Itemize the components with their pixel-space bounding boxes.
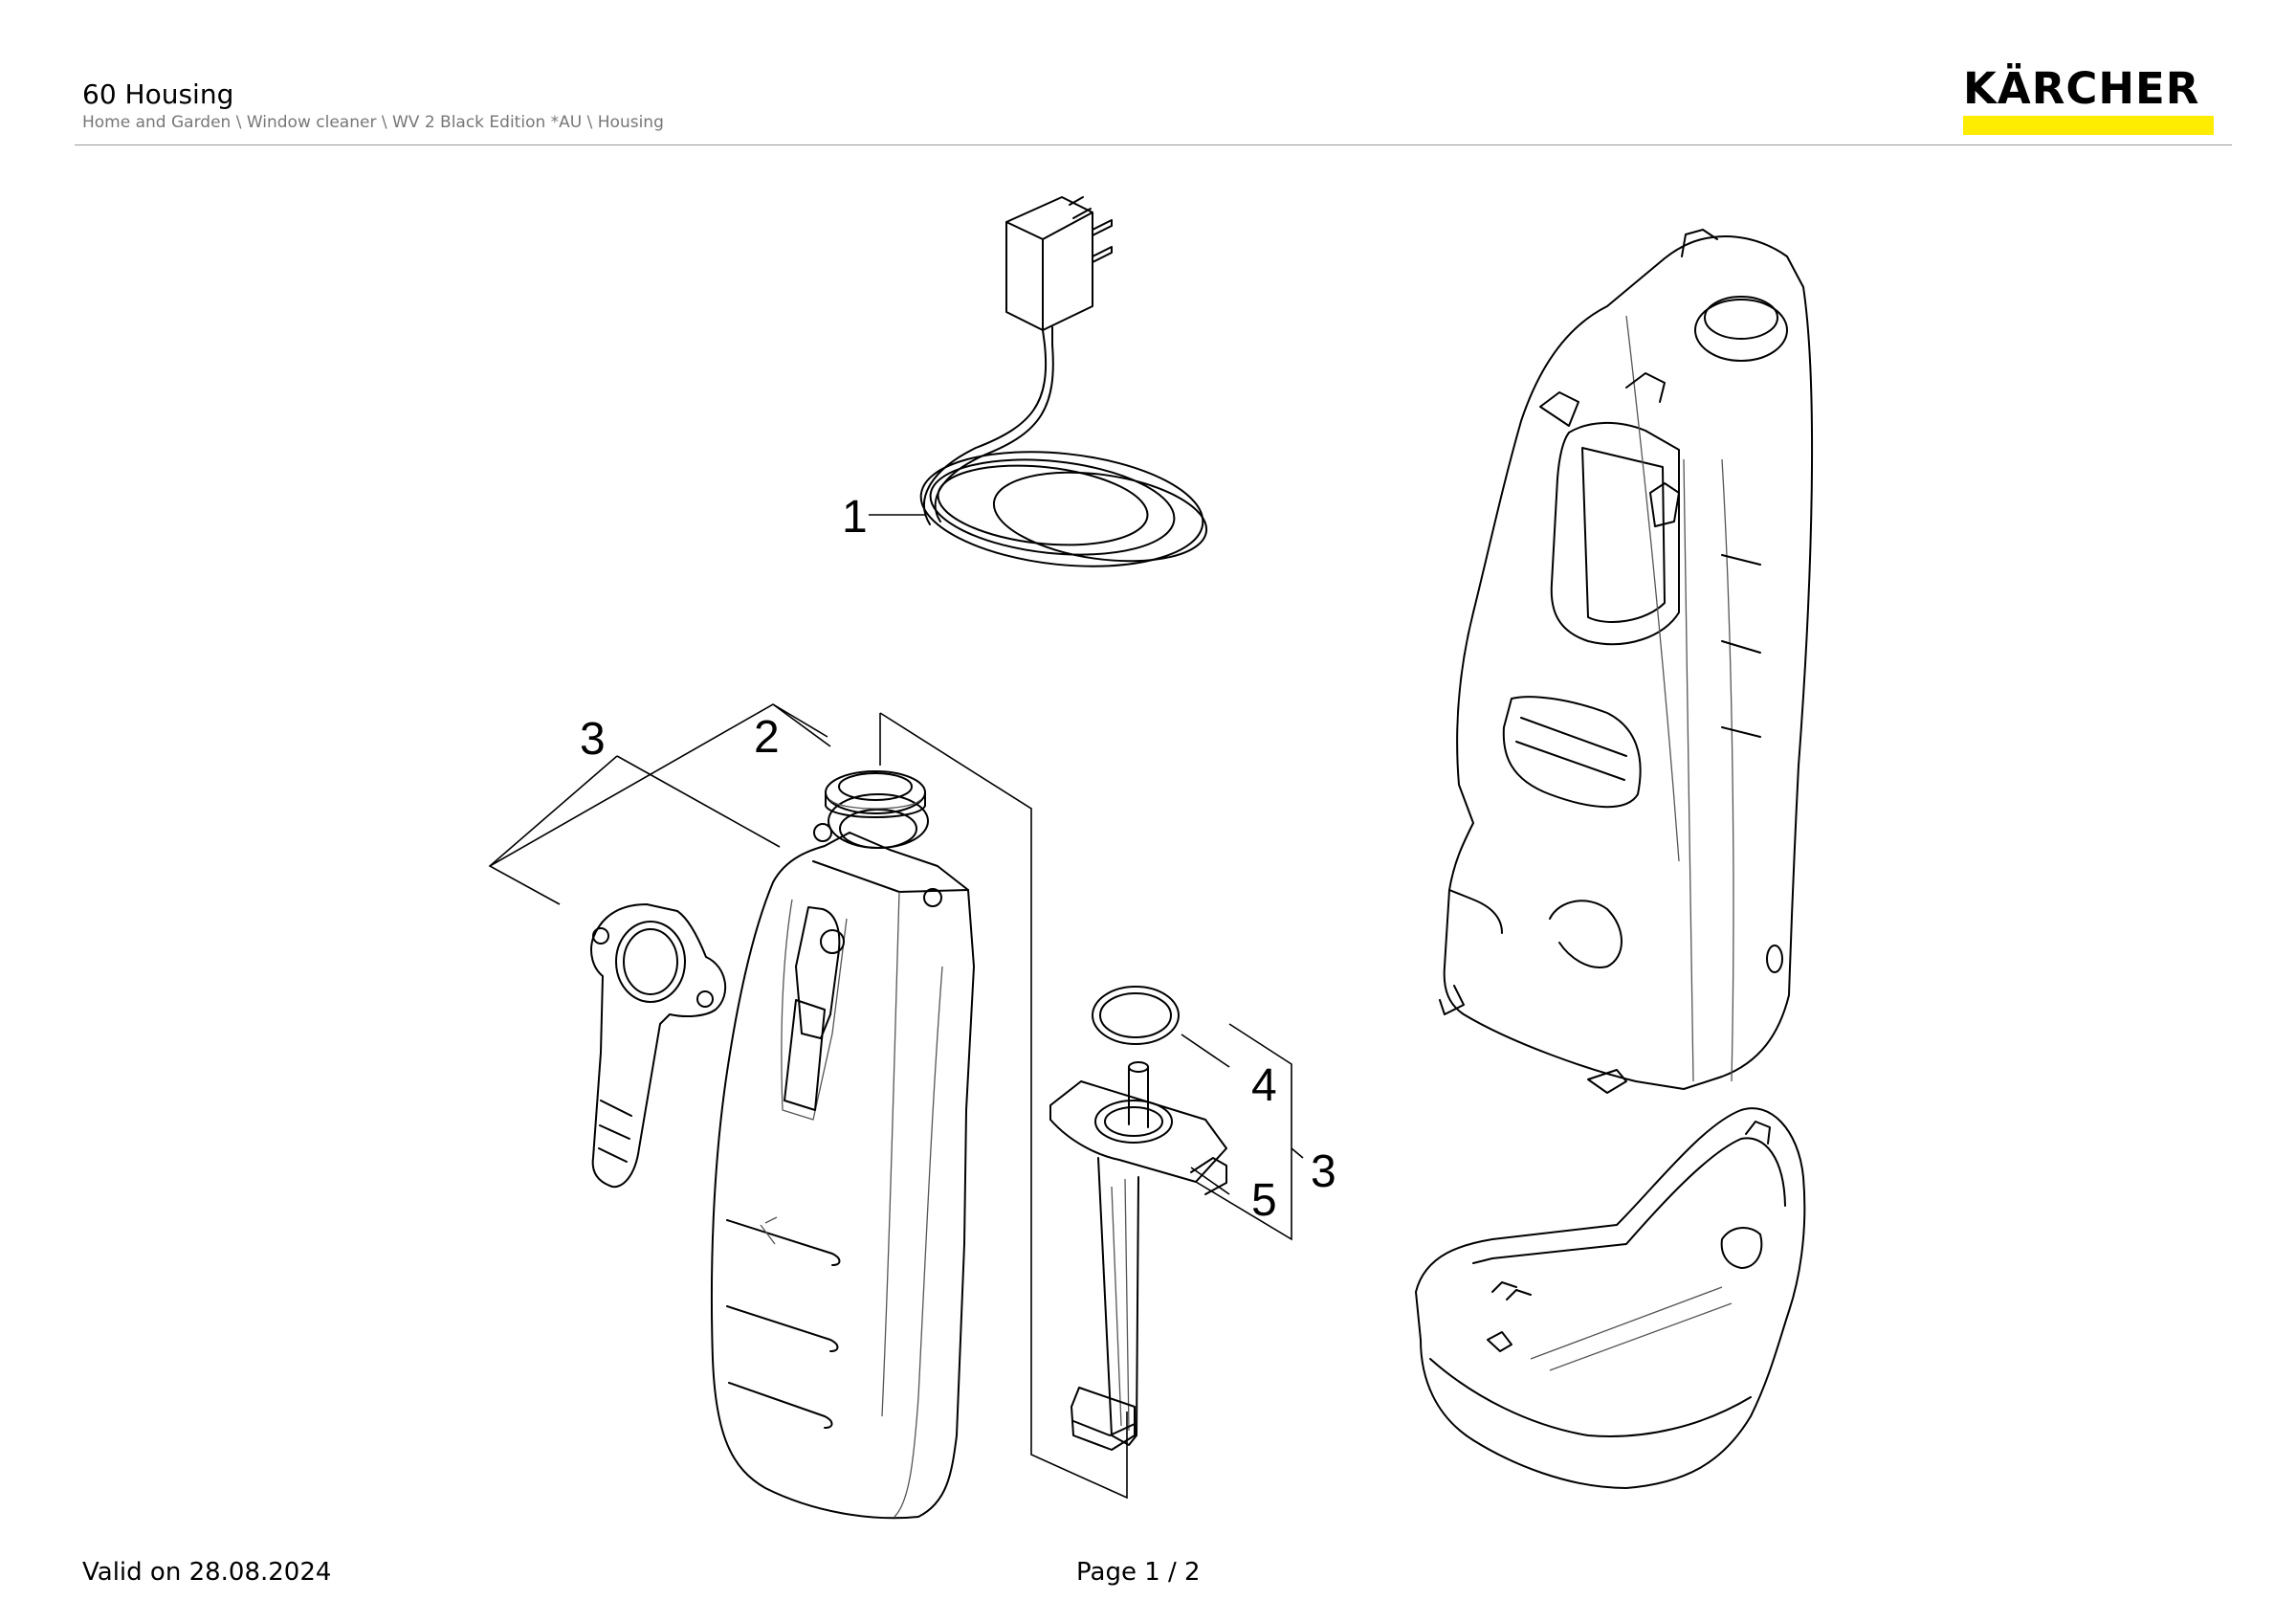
callout-3-left: 3 [580, 714, 606, 765]
breadcrumb: Home and Garden \ Window cleaner \ WV 2 … [82, 113, 664, 132]
logo-wordmark: KÄRCHER [1963, 63, 2200, 114]
tank-lid-handle-part [590, 903, 727, 1189]
tank-cap-ring-part [825, 770, 926, 818]
main-housing-part [1439, 229, 1814, 1094]
page-title: 60 Housing [82, 78, 234, 110]
water-tank-part [710, 793, 975, 1520]
suction-insert-part [1049, 1061, 1227, 1451]
o-ring-part [1092, 986, 1180, 1045]
callout-leaders [488, 703, 1304, 1500]
callout-4: 4 [1251, 1060, 1277, 1111]
callout-5: 5 [1251, 1175, 1277, 1226]
callout-3-right: 3 [1311, 1146, 1336, 1197]
karcher-logo: KÄRCHER [1963, 67, 2214, 135]
callout-2: 2 [754, 712, 780, 763]
callout-1: 1 [842, 492, 868, 543]
power-adapter-part [869, 196, 1208, 567]
base-station-part [1415, 1107, 1806, 1489]
page-number: Page 1 / 2 [1076, 1558, 1201, 1587]
validity-date: Valid on 28.08.2024 [82, 1558, 332, 1587]
logo-yellow-bar [1963, 116, 2214, 135]
